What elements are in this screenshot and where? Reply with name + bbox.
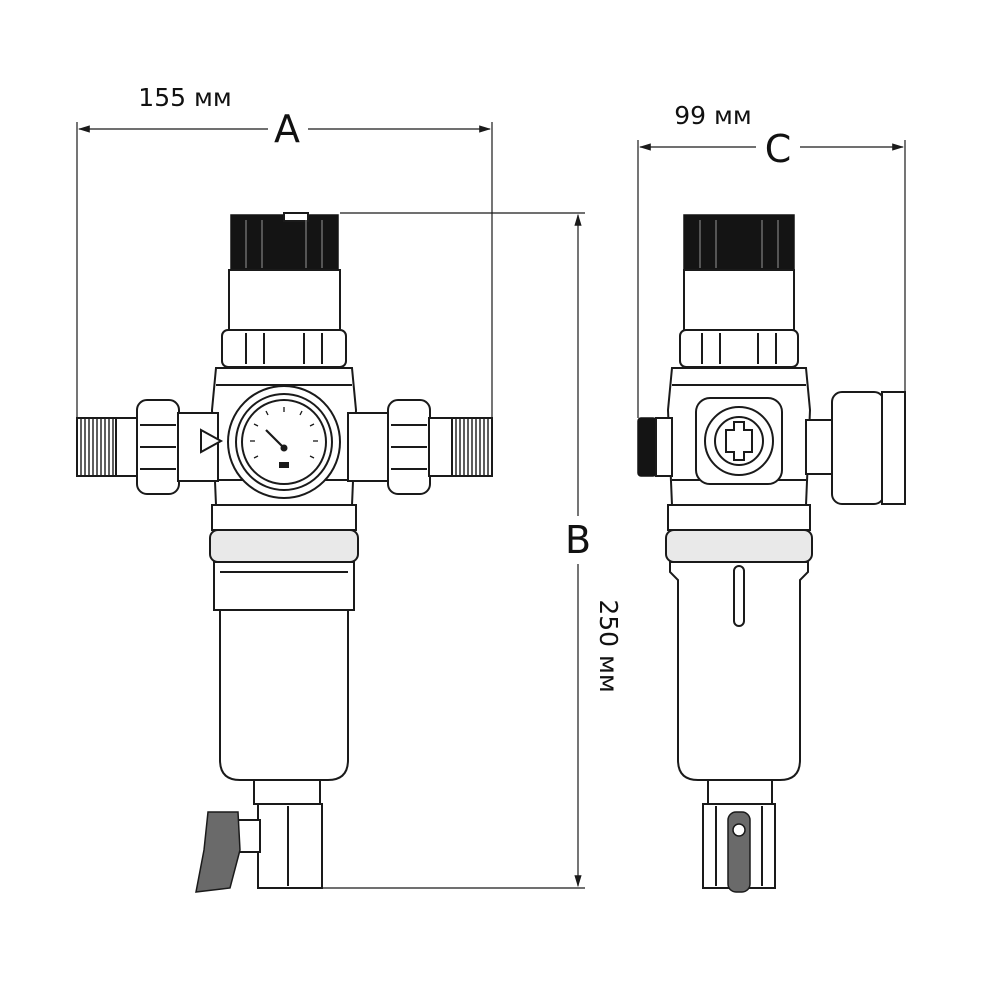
gauge-side — [831, 391, 885, 505]
dimension-c: 99 мм C — [637, 101, 906, 418]
dimension-c-letter: C — [765, 127, 792, 171]
inlet-fitting — [76, 399, 224, 495]
bowl-collar — [667, 504, 811, 531]
cap-body — [683, 214, 795, 271]
outlet-fitting — [347, 399, 493, 495]
filter-bowl — [213, 561, 355, 781]
dimension-a-letter: A — [274, 107, 300, 151]
bowl-collar — [211, 504, 357, 531]
drain-handle — [195, 811, 241, 893]
bowl-ring — [209, 529, 359, 563]
gauge-stem — [805, 419, 833, 475]
pipe-end-dark — [637, 417, 657, 477]
dimension-a: 155 мм A — [76, 83, 493, 418]
dimension-a-value: 155 мм — [138, 83, 231, 112]
hex-nut — [221, 329, 347, 368]
hex-nut — [679, 329, 799, 368]
black-cap — [683, 214, 795, 271]
dimension-b: B 250 мм — [322, 212, 623, 889]
cap-notch — [283, 212, 309, 222]
drain-valve — [257, 803, 323, 889]
triangle-arrow-icon — [200, 428, 224, 454]
port-fitting — [695, 397, 783, 485]
bowl-indicator — [733, 565, 745, 627]
handle-screw — [732, 823, 746, 837]
side-view — [637, 214, 906, 893]
adjuster-body — [228, 269, 341, 333]
gauge-glass — [881, 391, 906, 505]
dimension-c-value: 99 мм — [674, 101, 751, 130]
front-view — [76, 212, 493, 893]
dimension-b-letter: B — [565, 518, 591, 562]
black-cap — [230, 212, 339, 271]
bowl-ring — [665, 529, 813, 563]
filter-bowl — [669, 561, 809, 781]
drain-neck — [707, 779, 773, 805]
cap-body — [230, 214, 339, 271]
drain-neck — [253, 779, 321, 805]
pressure-gauge-icon — [227, 385, 341, 499]
dimension-b-value: 250 мм — [594, 599, 623, 692]
adjuster-body — [683, 269, 795, 333]
